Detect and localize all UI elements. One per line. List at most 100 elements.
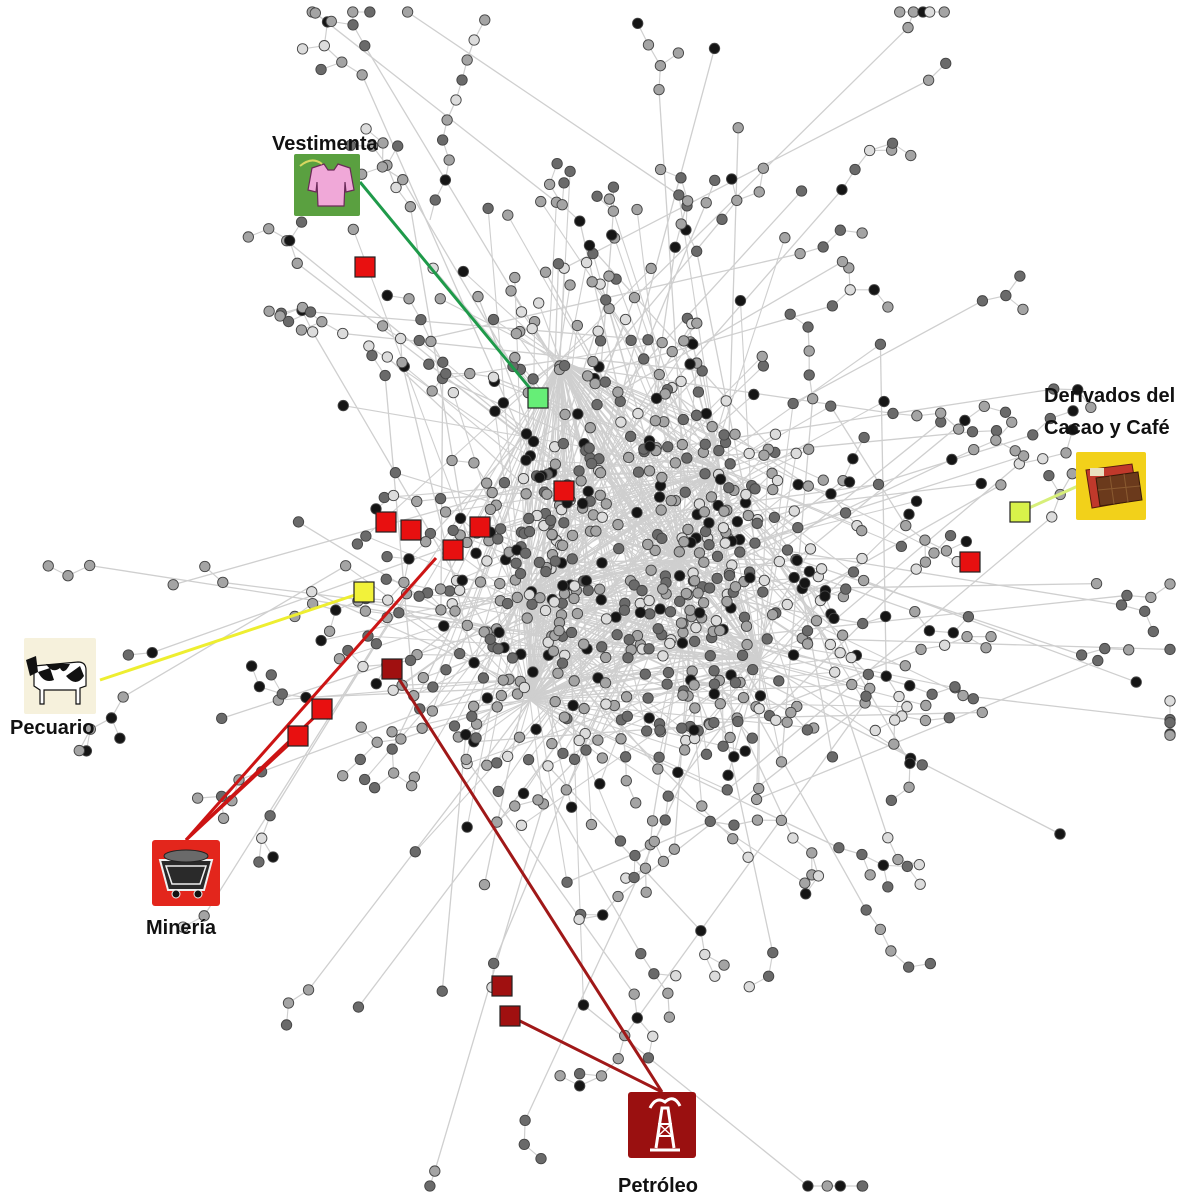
network-edge <box>775 484 1002 614</box>
product-node <box>675 375 687 387</box>
product-node <box>849 163 861 176</box>
product-node <box>699 438 711 450</box>
product-node <box>542 760 554 772</box>
product-node <box>792 521 804 534</box>
product-node <box>517 787 530 800</box>
product-node <box>359 40 371 52</box>
product-node <box>530 723 542 735</box>
product-node <box>256 832 268 844</box>
product-node <box>826 300 839 312</box>
product-node <box>438 620 450 632</box>
product-node <box>568 753 581 765</box>
product-node <box>836 255 849 268</box>
product-node <box>803 565 816 578</box>
product-node <box>836 184 848 196</box>
product-node <box>554 1070 566 1082</box>
product-node <box>1037 453 1049 465</box>
product-node <box>967 693 979 705</box>
product-node <box>659 814 671 826</box>
network-edge <box>496 699 531 764</box>
network-edge <box>519 599 687 741</box>
product-node <box>440 368 452 380</box>
network-edge <box>152 514 538 654</box>
product-node <box>632 407 644 420</box>
network-edge <box>308 654 566 991</box>
product-node <box>497 674 509 686</box>
network-edge <box>493 639 630 964</box>
product-node <box>901 701 913 713</box>
network-edge <box>528 759 642 954</box>
product-node <box>565 626 578 639</box>
product-node <box>775 814 788 827</box>
product-node <box>420 536 432 548</box>
product-node <box>785 706 797 719</box>
product-node <box>938 639 951 651</box>
product-node <box>603 193 616 205</box>
product-node <box>513 731 526 743</box>
product-node <box>662 666 675 679</box>
product-node <box>742 851 754 863</box>
product-node <box>673 189 685 201</box>
product-node <box>758 574 770 587</box>
product-node <box>253 856 265 868</box>
product-node <box>901 860 913 873</box>
product-node <box>429 1165 441 1177</box>
product-node <box>980 642 992 654</box>
product-node <box>817 241 829 253</box>
product-node <box>839 507 852 519</box>
product-node <box>706 420 718 433</box>
product-node <box>539 266 552 278</box>
network-edge <box>339 599 521 660</box>
product-node <box>657 650 669 662</box>
product-node <box>899 660 911 672</box>
product-node <box>718 959 730 971</box>
mineria-link-1 <box>184 557 438 841</box>
product-node <box>645 564 657 576</box>
derivados-label-line2: Cacao y Café <box>1044 417 1170 439</box>
product-node <box>434 583 447 595</box>
cow-icon <box>26 656 87 705</box>
product-node <box>557 580 569 592</box>
product-node <box>732 715 744 728</box>
product-node <box>675 172 687 184</box>
network-edge <box>579 220 656 551</box>
product-node <box>325 15 337 28</box>
product-node <box>748 388 760 401</box>
product-node <box>377 137 389 149</box>
product-node <box>704 815 716 828</box>
product-node <box>744 572 756 584</box>
product-node <box>389 467 402 479</box>
product-node <box>757 162 769 174</box>
product-node <box>105 712 118 724</box>
product-node <box>1067 405 1079 417</box>
product-node <box>714 624 726 637</box>
product-node <box>523 525 536 538</box>
network-edge <box>440 362 444 610</box>
network-edge <box>759 637 803 661</box>
product-node <box>596 557 608 569</box>
network-edge <box>432 359 561 688</box>
product-node <box>199 560 211 573</box>
product-node <box>625 430 637 443</box>
product-node <box>481 759 493 771</box>
product-node <box>699 948 711 961</box>
product-node <box>775 756 788 768</box>
product-node <box>470 547 482 559</box>
product-node <box>263 305 275 317</box>
product-node <box>545 514 557 526</box>
product-node <box>751 517 763 529</box>
product-node <box>857 574 870 587</box>
network-edge <box>559 359 625 611</box>
product-node <box>817 474 829 486</box>
product-node <box>596 511 608 523</box>
product-node <box>753 186 765 198</box>
chocolate-bar-icon <box>1085 463 1143 509</box>
product-node <box>654 603 666 615</box>
product-node <box>678 744 691 756</box>
product-node <box>788 571 800 584</box>
product-node <box>565 801 578 813</box>
product-node <box>533 556 546 569</box>
product-node <box>381 550 393 563</box>
product-node <box>753 782 765 795</box>
product-node <box>574 1080 586 1092</box>
